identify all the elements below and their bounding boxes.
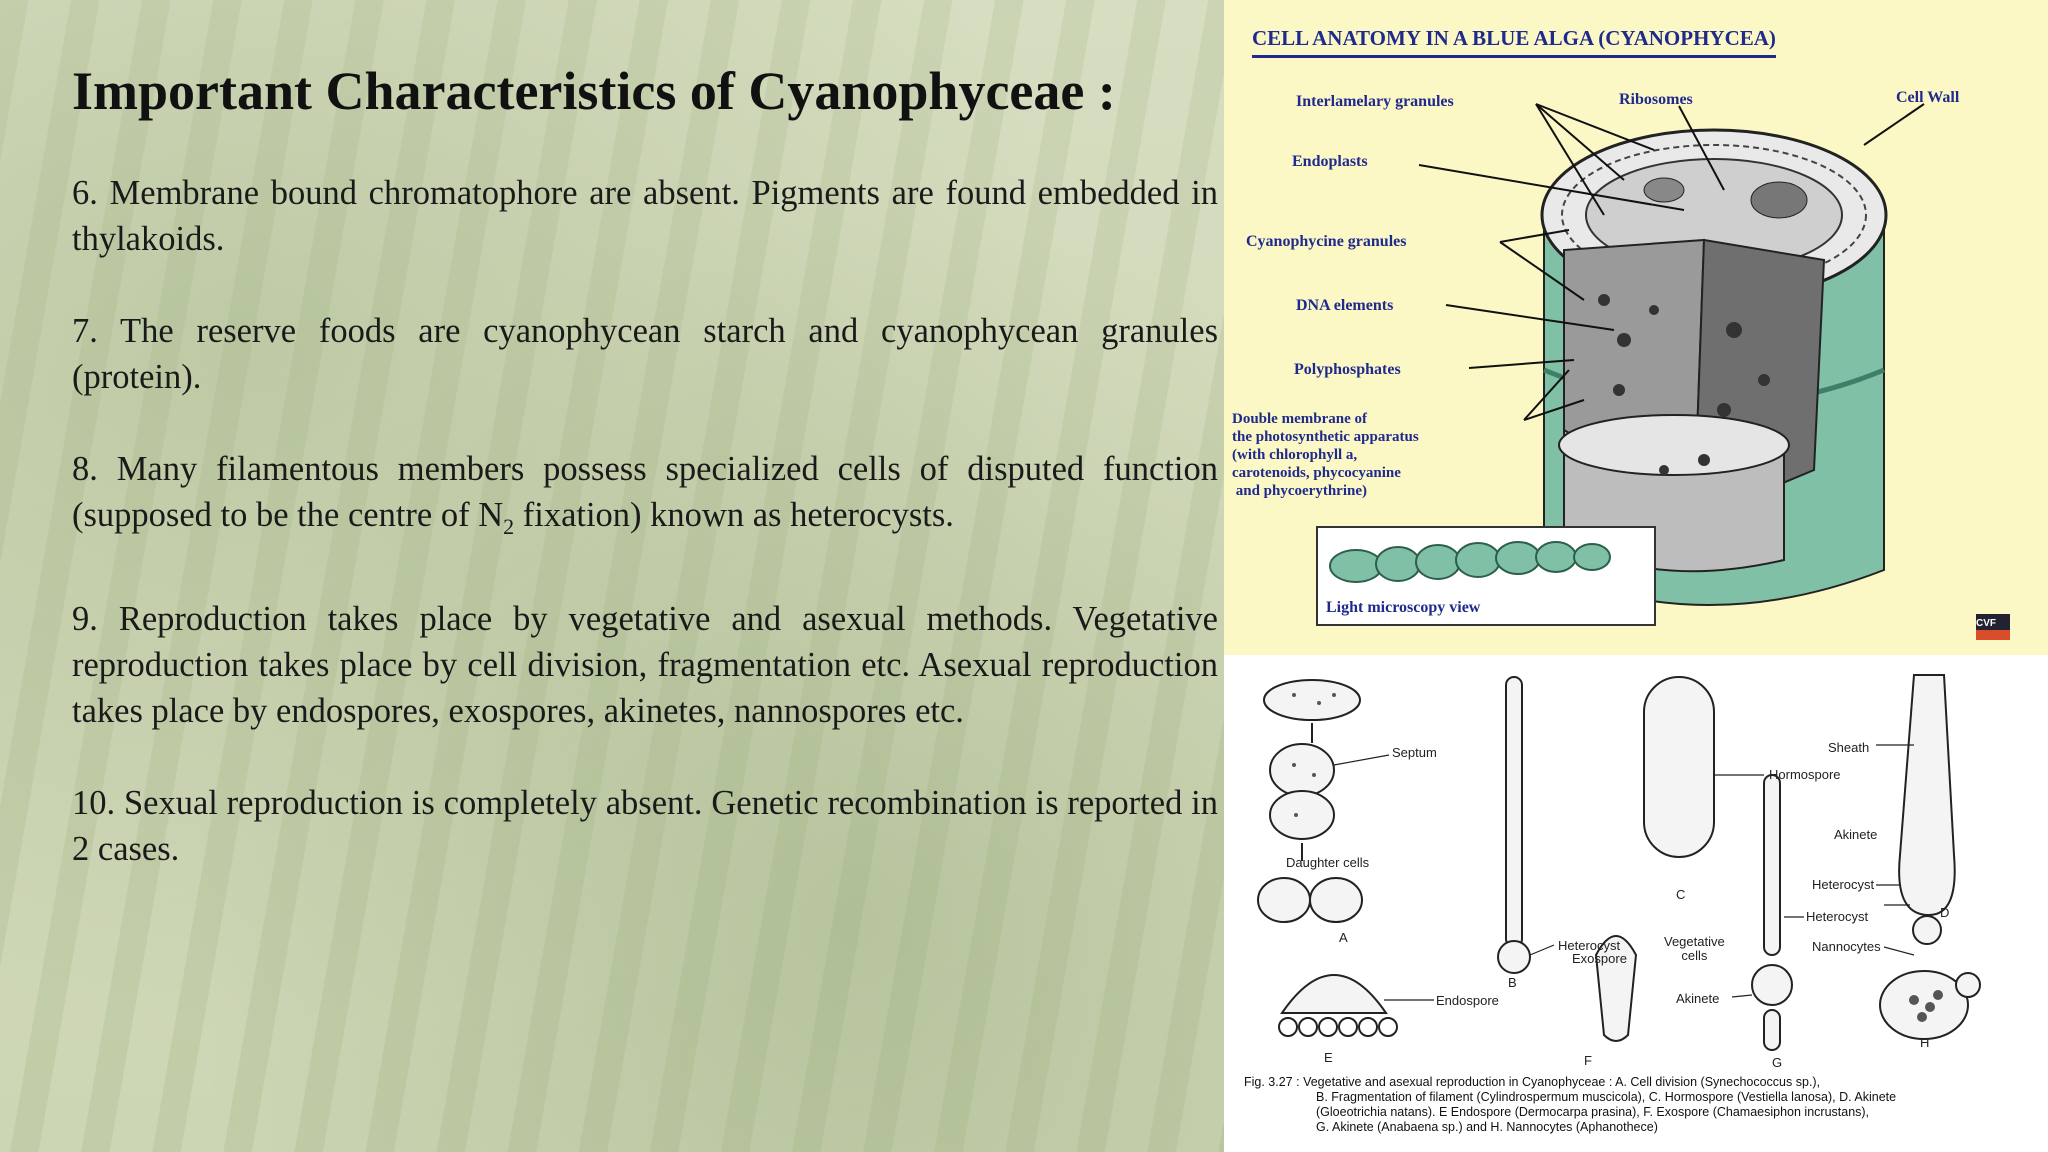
reproduction-figure: Septum Daughter cells A Endospore E Hete… bbox=[1224, 655, 2048, 1152]
point-8-after: fixation) known as heterocysts. bbox=[514, 496, 954, 534]
label-double-membrane-line2: the photosynthetic apparatus bbox=[1232, 429, 1419, 445]
label-light-microscopy: Light microscopy view bbox=[1326, 599, 1481, 616]
caption-line2: B. Fragmentation of filament (Cylindrosp… bbox=[1316, 1090, 1897, 1104]
label-g: G bbox=[1772, 1055, 1783, 1070]
slide-background bbox=[0, 0, 1224, 1152]
label-vegetative-line1: Vegetative bbox=[1664, 934, 1725, 949]
label-polyphosphates: Polyphosphates bbox=[1294, 361, 1401, 378]
label-endoplasts: Endoplasts bbox=[1292, 153, 1368, 170]
label-a: A bbox=[1339, 930, 1348, 945]
label-heterocyst-d: Heterocyst bbox=[1812, 877, 1875, 892]
point-6: 6. Membrane bound chromatophore are abse… bbox=[72, 174, 1218, 258]
label-interlamelary-granules: Interlamelary granules bbox=[1296, 93, 1454, 110]
label-septum: Septum bbox=[1392, 745, 1437, 760]
slide-title: Important Characteristics of Cyanophycea… bbox=[72, 61, 1116, 121]
label-h: H bbox=[1920, 1035, 1930, 1050]
caption-fig-number: Fig. 3.27 : bbox=[1244, 1075, 1300, 1089]
point-8: 8. Many filamentous members possess spec… bbox=[72, 446, 1218, 550]
point-8-subscript: 2 bbox=[503, 513, 515, 539]
label-vegetative-line2: cells bbox=[1681, 948, 1708, 963]
label-sheath: Sheath bbox=[1828, 740, 1870, 755]
caption-line1: Vegetative and asexual reproduction in C… bbox=[1303, 1075, 1821, 1089]
label-e: E bbox=[1324, 1050, 1333, 1065]
label-double-membrane-line4: carotenoids, phycocyanine bbox=[1232, 465, 1401, 481]
label-hormospore: Hormospore bbox=[1769, 767, 1841, 782]
point-9: 9. Reproduction takes place by vegetativ… bbox=[72, 599, 1218, 730]
caption-line4: G. Akinete (Anabaena sp.) and H. Nannocy… bbox=[1316, 1120, 1658, 1134]
point-7: 7. The reserve foods are cyanophycean st… bbox=[72, 312, 1218, 396]
figure-caption: Fig. 3.27 : Vegetative and asexual repro… bbox=[1244, 1075, 2034, 1135]
label-heterocyst-b: Heterocyst bbox=[1558, 938, 1621, 953]
reproduction-drawing bbox=[1257, 674, 1981, 1051]
label-double-membrane-line5: and phycoerythrine) bbox=[1232, 483, 1367, 499]
label-daughter-cells: Daughter cells bbox=[1286, 855, 1370, 870]
text-panel: Important Characteristics of Cyanophycea… bbox=[72, 60, 1218, 918]
label-vegetative-cells: Vegetative cells bbox=[1664, 935, 1725, 963]
label-ribosomes: Ribosomes bbox=[1619, 91, 1693, 108]
label-dna-elements: DNA elements bbox=[1296, 297, 1394, 314]
label-cell-wall: Cell Wall bbox=[1896, 89, 1960, 106]
label-d: D bbox=[1940, 905, 1950, 920]
cell-anatomy-figure: CELL ANATOMY IN A BLUE ALGA (CYANOPHYCEA… bbox=[1224, 0, 2048, 655]
label-b: B bbox=[1508, 975, 1517, 990]
filament-illustration bbox=[1329, 541, 1611, 583]
label-c: C bbox=[1676, 887, 1686, 902]
cell-anatomy-drawing bbox=[1418, 103, 2010, 640]
label-endospore: Endospore bbox=[1436, 993, 1499, 1008]
label-cyanophycine-granules: Cyanophycine granules bbox=[1246, 233, 1407, 250]
label-f: F bbox=[1584, 1053, 1592, 1068]
label-double-membrane: Double membrane of the photosynthetic ap… bbox=[1232, 410, 1419, 500]
label-heterocyst-g: Heterocyst bbox=[1806, 909, 1869, 924]
point-8-before: 8. Many filamentous members possess spec… bbox=[72, 450, 1218, 534]
point-10: 10. Sexual reproduction is completely ab… bbox=[72, 783, 1218, 868]
light-microscopy-box: Light microscopy view bbox=[1316, 526, 1656, 626]
cvf-logo: CVF bbox=[1976, 618, 1996, 629]
label-akinete-d: Akinete bbox=[1834, 827, 1878, 842]
label-nannocytes: Nannocytes bbox=[1812, 939, 1881, 954]
label-double-membrane-line1: Double membrane of bbox=[1232, 411, 1367, 427]
label-akinete-g: Akinete bbox=[1676, 991, 1720, 1006]
label-double-membrane-line3: (with chlorophyll a, bbox=[1232, 447, 1358, 463]
caption-line3: (Gloeotrichia natans). E Endospore (Derm… bbox=[1316, 1105, 1870, 1119]
cell-anatomy-title: CELL ANATOMY IN A BLUE ALGA (CYANOPHYCEA… bbox=[1252, 26, 1776, 58]
label-exospore: Exospore bbox=[1572, 951, 1627, 966]
